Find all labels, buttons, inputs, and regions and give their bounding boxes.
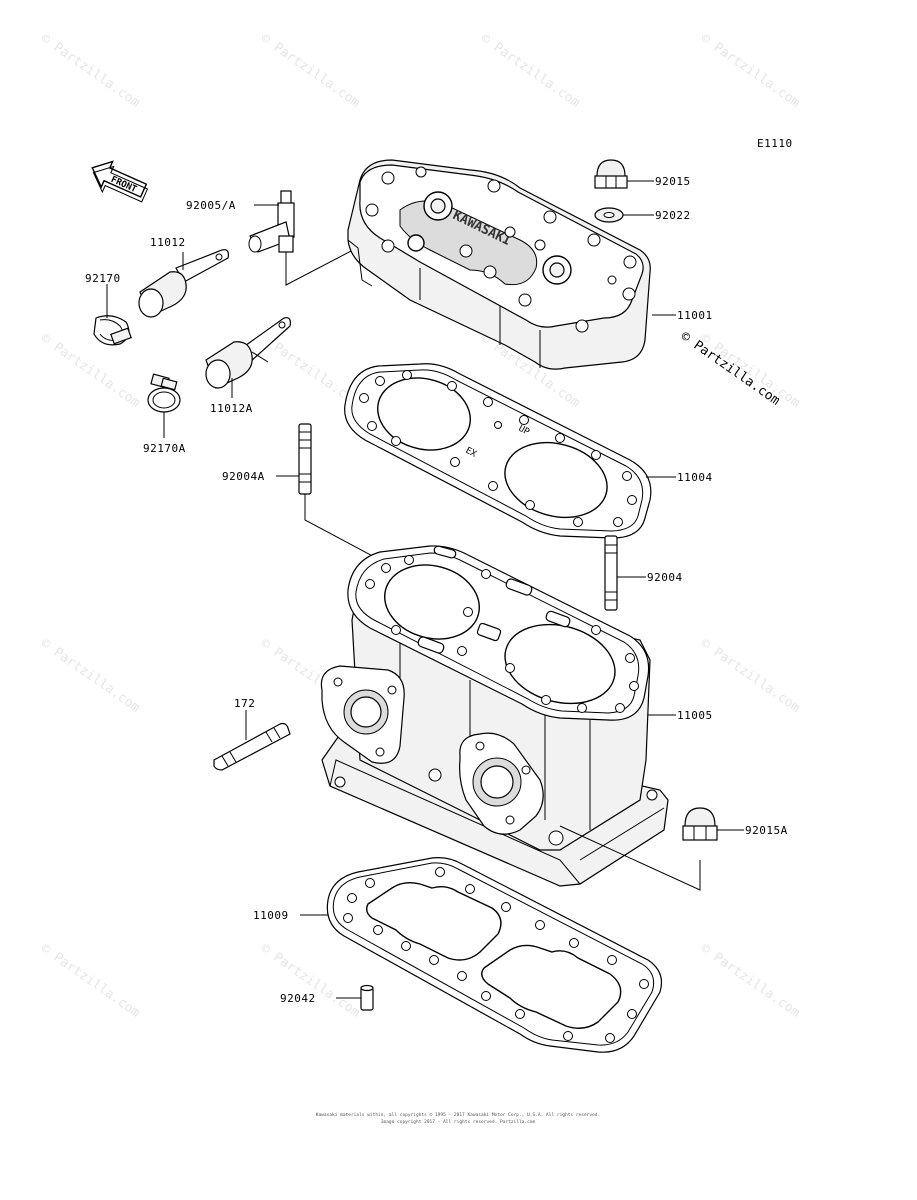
part-label: 92005/A (186, 199, 236, 212)
part-label: 92022 (655, 209, 691, 222)
part-label: 92015A (745, 824, 788, 837)
watermark: © Partzilla.com (698, 31, 803, 111)
part-92004-stud (604, 535, 618, 611)
part-11004-head-gasket: UP EX (344, 363, 652, 539)
part-label: 92170 (85, 272, 121, 285)
part-92005a-fitting (248, 190, 295, 253)
watermark: © Partzilla.com (698, 331, 803, 411)
part-11012a-temp-sensor (205, 317, 291, 389)
part-92015-cap-nut (594, 159, 628, 189)
watermark: © Partzilla.com (38, 331, 143, 411)
watermark: © Partzilla.com (258, 31, 363, 111)
part-label: 11001 (677, 309, 713, 322)
part-11012-temp-sensor (138, 249, 229, 318)
part-11001-cylinder-head: KAWASAKI (347, 159, 651, 370)
part-label: 92042 (280, 992, 316, 1005)
part-label: 11012A (210, 402, 253, 415)
gasket-ex-mark: EX (464, 446, 479, 460)
part-label: 92004A (222, 470, 265, 483)
part-92042-dowel-pin (360, 984, 374, 1011)
footer-copyright: Kawasaki materials within, all copyright… (316, 1112, 600, 1118)
watermark: © Partzilla.com (38, 636, 143, 716)
watermark: © Partzilla.com (478, 31, 583, 111)
part-label: 92004 (647, 571, 683, 584)
part-92004a-stud (298, 423, 312, 495)
gasket-up-mark: UP (517, 424, 532, 438)
part-92170-clamp (93, 315, 132, 346)
part-label: 11009 (253, 909, 289, 922)
part-11005-cylinder-block (320, 545, 669, 887)
watermark: © Partzilla.com (258, 941, 363, 1021)
watermark: © Partzilla.com (698, 941, 803, 1021)
front-arrow-icon: FRONT (91, 160, 149, 203)
part-92022-washer (594, 207, 624, 223)
partzilla-badge: © Partzilla.com (678, 329, 783, 409)
watermark: © Partzilla.com (38, 31, 143, 111)
part-92015a-cap-nut (682, 807, 718, 841)
watermark: © Partzilla.com (698, 636, 803, 716)
footer-image-copyright: Image copyright 2017 - All rights reserv… (381, 1119, 536, 1125)
part-label: 172 (234, 697, 255, 710)
part-11009-base-gasket (326, 857, 663, 1053)
diagram-code: E1110 (757, 137, 793, 150)
part-label: 11005 (677, 709, 713, 722)
part-label: 11004 (677, 471, 713, 484)
part-172-stud (213, 722, 291, 771)
part-label: 92170A (143, 442, 186, 455)
part-92170a-clamp (147, 373, 181, 413)
part-label: 11012 (150, 236, 186, 249)
watermark: © Partzilla.com (38, 941, 143, 1021)
part-label: 92015 (655, 175, 691, 188)
